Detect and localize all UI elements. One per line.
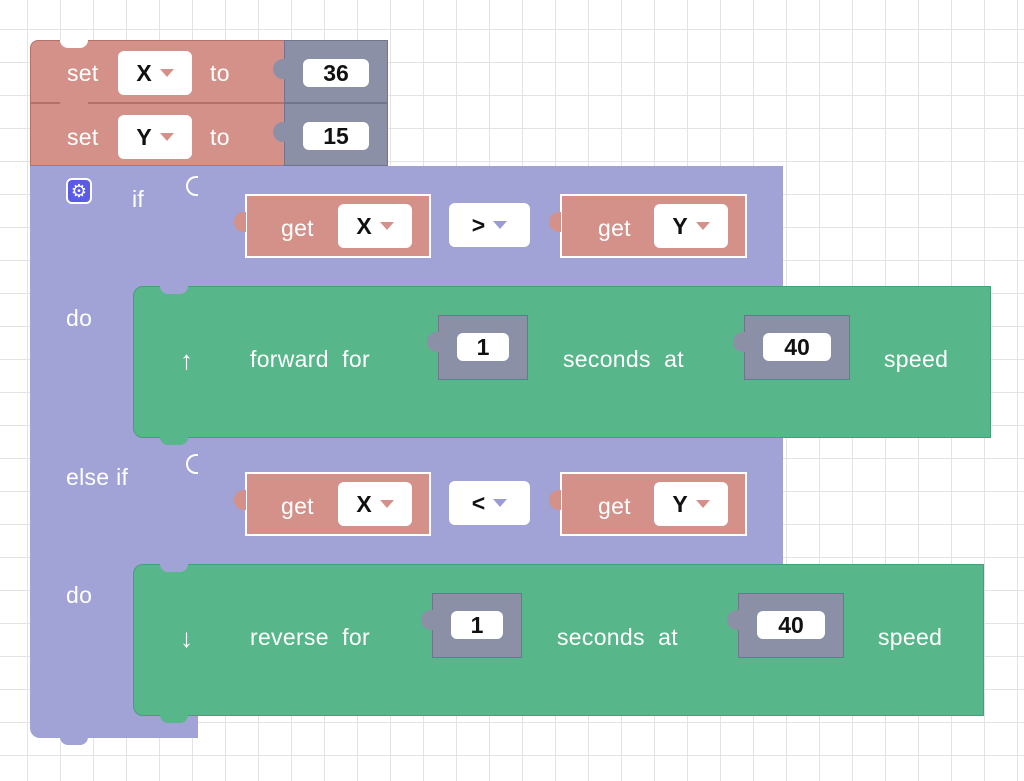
reverse-speed-block[interactable]: 40 <box>727 593 844 658</box>
reverse-text-2: seconds at <box>557 624 678 650</box>
set-x-number-input[interactable]: 36 <box>303 59 369 87</box>
chevron-down-icon <box>695 222 710 230</box>
set-x-block[interactable]: set X to <box>30 40 286 103</box>
if-do-bottom-bar <box>196 436 783 446</box>
reverse-bottom-notch <box>160 715 188 723</box>
set-x-keyword: set <box>67 60 99 86</box>
condition-2-right-knob <box>549 490 561 510</box>
condition-2-right-var-value: Y <box>672 490 688 517</box>
reverse-speed-knob <box>727 610 739 630</box>
set-y-number-block[interactable]: 15 <box>273 103 388 166</box>
condition-2-left-var-dropdown[interactable]: X <box>338 482 412 526</box>
set-y-keyword: set <box>67 124 99 150</box>
set-x-connector: to <box>210 60 230 86</box>
chevron-down-icon <box>379 500 394 508</box>
reverse-seconds-block[interactable]: 1 <box>421 593 522 658</box>
forward-text-1: forward for <box>250 346 370 372</box>
condition-2-left-knob <box>234 490 246 510</box>
condition-2-operator-dropdown[interactable]: < <box>449 481 530 525</box>
condition-2-right-keyword: get <box>598 493 631 519</box>
do-label-2: do <box>66 582 93 608</box>
if-label: if <box>132 186 145 212</box>
chevron-down-icon <box>493 499 508 507</box>
reverse-text-3: speed <box>878 624 943 650</box>
reverse-speed-input[interactable]: 40 <box>757 611 825 639</box>
do-label-1: do <box>66 305 93 331</box>
forward-motor-block[interactable]: ↑ forward for 1 seconds at 40 speed <box>133 286 991 438</box>
reverse-text-1: reverse for <box>250 624 370 650</box>
set-x-number-block[interactable]: 36 <box>273 40 388 103</box>
forward-seconds-input[interactable]: 1 <box>457 333 509 361</box>
chevron-down-icon <box>159 69 174 77</box>
set-y-variable-value: Y <box>136 123 152 150</box>
chevron-down-icon <box>379 222 394 230</box>
condition-1-left-var-dropdown[interactable]: X <box>338 204 412 248</box>
condition-1-left-knob <box>234 212 246 232</box>
condition-1-right-var-value: Y <box>672 212 688 239</box>
set-x-top-notch <box>60 40 88 48</box>
condition-1-left-var-value: X <box>356 212 372 239</box>
forward-text-3: speed <box>884 346 949 372</box>
condition-1-right-var-dropdown[interactable]: Y <box>654 204 728 248</box>
reverse-seconds-knob <box>421 610 433 630</box>
condition-1-left-keyword: get <box>281 215 314 241</box>
condition-2-right-get-block[interactable]: get Y <box>549 472 747 536</box>
set-y-connector: to <box>210 124 230 150</box>
set-x-variable-value: X <box>136 59 152 86</box>
forward-speed-input[interactable]: 40 <box>763 333 831 361</box>
condition-2-left-get-block[interactable]: get X <box>234 472 431 536</box>
forward-top-notch <box>160 286 188 294</box>
condition-2-left-keyword: get <box>281 493 314 519</box>
else-if-input-socket <box>186 454 198 474</box>
arrow-up-icon: ↑ <box>180 345 193 375</box>
set-y-number-input[interactable]: 15 <box>303 122 369 150</box>
condition-1-right-keyword: get <box>598 215 631 241</box>
forward-bottom-notch <box>160 437 188 445</box>
set-y-top-notch <box>60 102 88 110</box>
forward-speed-block[interactable]: 40 <box>733 315 850 380</box>
condition-2-left-var-value: X <box>356 490 372 517</box>
chevron-down-icon <box>159 133 174 141</box>
set-y-number-knob <box>273 122 285 142</box>
condition-1-right-get-block[interactable]: get Y <box>549 194 747 258</box>
condition-2-right-var-dropdown[interactable]: Y <box>654 482 728 526</box>
forward-speed-knob <box>733 332 745 352</box>
set-y-block[interactable]: set Y to <box>30 103 286 166</box>
reverse-seconds-input[interactable]: 1 <box>451 611 503 639</box>
chevron-down-icon <box>695 500 710 508</box>
condition-1-right-knob <box>549 212 561 232</box>
condition-1-operator-value: > <box>471 211 486 238</box>
chevron-down-icon <box>493 221 508 229</box>
condition-2-operator-value: < <box>471 489 486 516</box>
set-y-variable-dropdown[interactable]: Y <box>118 115 192 159</box>
forward-seconds-block[interactable]: 1 <box>427 315 528 380</box>
arrow-down-icon: ↓ <box>180 623 193 653</box>
forward-text-2: seconds at <box>563 346 684 372</box>
condition-1-operator-dropdown[interactable]: > <box>449 203 530 247</box>
set-x-variable-dropdown[interactable]: X <box>118 51 192 95</box>
reverse-motor-block[interactable]: ↓ reverse for 1 seconds at 40 speed <box>133 564 984 716</box>
forward-seconds-knob <box>427 332 439 352</box>
if-block-bottom-notch <box>60 737 88 745</box>
if-input-socket <box>186 176 198 196</box>
else-if-label: else if <box>66 464 129 490</box>
gear-icon[interactable]: ⚙ <box>66 178 92 204</box>
reverse-top-notch <box>160 564 188 572</box>
set-x-number-knob <box>273 59 285 79</box>
condition-1-left-get-block[interactable]: get X <box>234 194 431 258</box>
